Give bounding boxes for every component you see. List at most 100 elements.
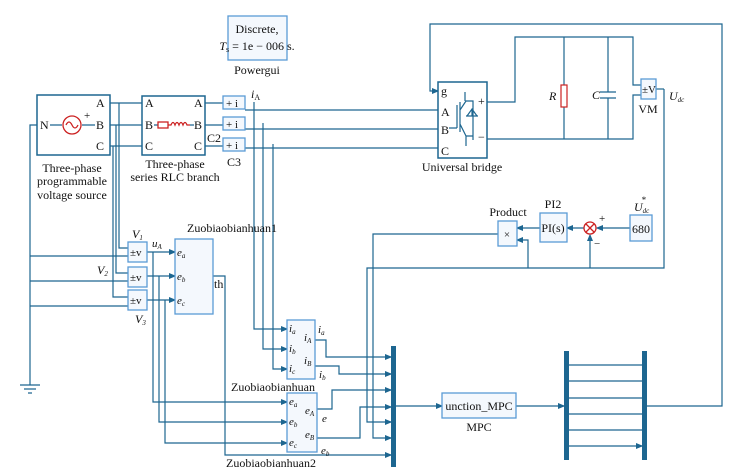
sum-plus: + (599, 213, 605, 225)
voltage-source-block[interactable]: N + A B C Three-phase programmable volta… (36, 94, 111, 202)
source-label: voltage source (37, 188, 107, 202)
port-c-out: C (194, 139, 202, 153)
zb2-input: ec (289, 437, 298, 450)
zb2-output: eB (305, 429, 315, 442)
ia-signal: ia (318, 324, 325, 337)
zuobiaobianhuan2-block[interactable]: ea eb ec eA eB e eb Zuobiaobianhuan2 (226, 392, 330, 470)
port-b: B (96, 118, 104, 132)
ua-label: uA (152, 238, 163, 251)
e-signal: e (322, 413, 327, 425)
port-c: C (96, 139, 104, 153)
zb-label: Zuobiaobianhuan (231, 380, 315, 394)
voltage-measurements[interactable]: ±v ±v ±v V1 V2 V3 uA (97, 227, 163, 327)
v-sign: ±v (130, 295, 142, 307)
sum-block[interactable]: + − (583, 213, 605, 250)
eb-signal: eb (321, 445, 330, 458)
source-label: programmable (37, 174, 107, 188)
product-label: Product (489, 205, 527, 219)
port-b: B (441, 123, 449, 137)
pi-label: PI2 (545, 197, 562, 211)
udc-label: Udc (669, 89, 685, 104)
product-block[interactable]: × Product (489, 205, 527, 247)
c-label: C (592, 88, 601, 102)
zb-input: ia (289, 323, 296, 336)
resistor-r[interactable] (560, 84, 568, 108)
zb1-input: ec (177, 295, 186, 308)
port-a: A (96, 96, 105, 110)
zb2-input: eb (289, 416, 298, 429)
powergui-label: Powergui (234, 63, 280, 77)
pi-controller-block[interactable]: PI(s) PI2 (539, 197, 568, 243)
zuobiaobianhuan1-block[interactable]: ea eb ec th Zuobiaobianhuan1 (174, 221, 277, 315)
port-n: N (40, 118, 49, 132)
current-sign: + i (226, 98, 238, 110)
v3-label: V3 (135, 312, 146, 327)
sum-cross-icon (585, 223, 595, 233)
port-b: B (145, 118, 153, 132)
minus-terminal: − (478, 130, 485, 144)
mpc-label: MPC (466, 420, 491, 434)
udc-reference-constant[interactable]: 680 Udc* (629, 195, 653, 242)
rlc-label: series RLC branch (130, 170, 219, 184)
r-label: R (548, 89, 557, 103)
zb-output: iA (304, 332, 312, 345)
ia-signal-label: iA (251, 87, 260, 102)
current-measurement-c3[interactable]: + i + i + i C2 C3 iA (207, 87, 260, 169)
constant-value: 680 (632, 222, 650, 236)
multiply-icon: × (504, 229, 510, 241)
zb2-input: ea (289, 396, 298, 409)
port-c: C (441, 144, 449, 158)
plus-sign: + (84, 110, 90, 122)
vm-label: VM (638, 102, 658, 116)
port-a-out: A (194, 96, 203, 110)
inductor-icon (168, 121, 190, 127)
current-sign: + i (226, 140, 238, 152)
plus-terminal: + (478, 94, 485, 108)
mpc-function-block[interactable]: unction_MPC MPC (441, 392, 517, 434)
dc-link: R C ±V VM Udc (548, 78, 685, 116)
zb2-output: eA (305, 405, 315, 418)
zuobiaobianhuan-block[interactable]: ia ib ic iA iB ia ib Zuobiaobianhuan (231, 319, 326, 394)
universal-bridge-block[interactable]: g A B C + − Universal bridge (422, 81, 502, 174)
zb1-input: ea (177, 247, 186, 260)
v2-label: V2 (97, 263, 108, 278)
voltage-measurement-vm[interactable]: ±V VM (638, 78, 658, 116)
zb-input: ib (289, 343, 296, 356)
mux-block[interactable] (391, 346, 396, 467)
sum-minus: − (594, 238, 600, 250)
powergui-block[interactable]: Discrete, Ts = 1e − 006 s. Powergui (219, 15, 295, 77)
mpc-function-name: unction_MPC (445, 399, 512, 413)
zb2-label: Zuobiaobianhuan2 (226, 456, 316, 470)
zb-output: iB (304, 355, 312, 368)
v-sign: ±v (130, 247, 142, 259)
port-a: A (145, 96, 154, 110)
rlc-branch-block[interactable]: A B C A B C Three-phase series RLC branc… (130, 95, 220, 184)
pi-text: PI(s) (541, 221, 564, 235)
current-sign: + i (226, 119, 238, 131)
ac-source-icon (62, 115, 82, 135)
port-c: C (145, 139, 153, 153)
udc-ref-label: Udc* (634, 195, 650, 215)
sine-icon (65, 121, 79, 129)
vm-sign: ±V (642, 84, 656, 96)
igbt-icon (449, 92, 478, 146)
powergui-mode: Discrete, (236, 22, 279, 36)
zb1-label: Zuobiaobianhuan1 (187, 221, 277, 235)
v1-label: V1 (132, 227, 143, 242)
zb1-output-th: th (214, 277, 223, 291)
ib-signal: ib (319, 369, 326, 382)
v-sign: ±v (130, 272, 142, 284)
port-g: g (441, 84, 447, 98)
rlc-label: Three-phase (145, 157, 204, 171)
demux-block[interactable] (564, 351, 569, 460)
source-label: Three-phase (42, 161, 101, 175)
c2-label: C2 (207, 131, 221, 145)
zb-input: ic (289, 363, 296, 376)
c3-label: C3 (227, 155, 241, 169)
zb1-input: eb (177, 271, 186, 284)
wires (20, 23, 723, 458)
powergui-sample-time: Ts = 1e − 006 s. (219, 39, 294, 54)
port-b-out: B (194, 118, 202, 132)
mux-output-block[interactable] (642, 351, 647, 460)
